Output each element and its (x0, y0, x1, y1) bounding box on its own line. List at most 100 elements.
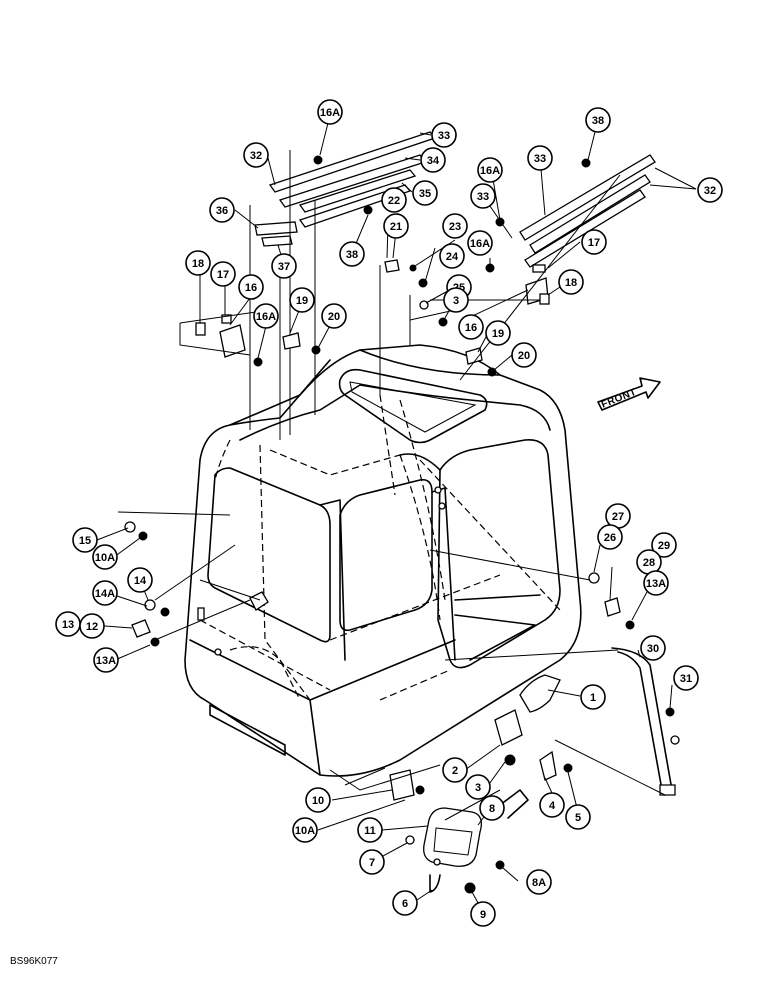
svg-text:16: 16 (465, 322, 477, 334)
callout-32-left: 32 (243, 142, 269, 168)
svg-text:12: 12 (86, 621, 98, 633)
callout-29: 29 (651, 532, 677, 558)
svg-text:38: 38 (346, 249, 358, 261)
callout-21: 21 (383, 213, 409, 239)
left-side-parts (117, 511, 261, 647)
callout-32-right: 32 (697, 177, 723, 203)
callout-37: 37 (271, 253, 297, 279)
svg-text:16A: 16A (470, 238, 490, 250)
svg-text:6: 6 (402, 898, 408, 910)
part-callouts: 16A 33 32 34 35 36 37 38 22 21 23 24 25 … (55, 99, 723, 927)
callout-36: 36 (209, 197, 235, 223)
svg-text:19: 19 (492, 328, 504, 340)
callout-10a-left: 10A (92, 544, 118, 570)
svg-text:8A: 8A (532, 877, 546, 889)
svg-text:9: 9 (480, 909, 486, 921)
svg-text:20: 20 (518, 350, 530, 362)
callout-3-lower: 3 (465, 774, 491, 800)
callout-20-right: 20 (511, 342, 537, 368)
svg-text:1: 1 (590, 692, 596, 704)
callout-33-mid: 33 (527, 145, 553, 171)
callout-15: 15 (72, 527, 98, 553)
front-label: FRONT (600, 387, 638, 411)
svg-text:22: 22 (388, 195, 400, 207)
svg-text:13: 13 (62, 619, 74, 631)
callout-28: 28 (636, 549, 662, 575)
svg-text:16: 16 (245, 282, 257, 294)
callout-18-right: 18 (558, 269, 584, 295)
svg-text:35: 35 (419, 188, 431, 200)
callout-12: 12 (79, 613, 105, 639)
svg-text:14: 14 (134, 575, 147, 587)
svg-text:13A: 13A (96, 655, 116, 667)
callout-26: 26 (597, 524, 623, 550)
svg-text:7: 7 (369, 857, 375, 869)
svg-text:16A: 16A (480, 165, 500, 177)
callout-23: 23 (442, 213, 468, 239)
svg-text:3: 3 (453, 295, 459, 307)
svg-text:18: 18 (565, 277, 577, 289)
svg-text:30: 30 (647, 643, 659, 655)
callout-9: 9 (470, 901, 496, 927)
callout-35: 35 (412, 180, 438, 206)
callout-3-upper: 3 (443, 287, 469, 313)
svg-text:10A: 10A (295, 825, 315, 837)
svg-text:34: 34 (427, 155, 440, 167)
rail-assembly-right (379, 154, 656, 395)
callout-16-right: 16 (458, 314, 484, 340)
callout-31: 31 (673, 665, 699, 691)
svg-text:33: 33 (534, 153, 546, 165)
callout-1: 1 (580, 684, 606, 710)
svg-text:23: 23 (449, 221, 461, 233)
figure-code: BS96K077 (10, 956, 58, 967)
svg-text:16A: 16A (320, 107, 340, 119)
callout-17-left: 17 (210, 261, 236, 287)
callout-13: 13 (55, 611, 81, 637)
callout-16a-left: 16A (253, 303, 279, 329)
callout-10: 10 (305, 787, 331, 813)
cab-body (184, 344, 582, 777)
svg-text:17: 17 (217, 269, 229, 281)
callout-8: 8 (479, 795, 505, 821)
rail-assembly-left (179, 131, 437, 440)
svg-text:36: 36 (216, 205, 228, 217)
svg-text:27: 27 (612, 511, 624, 523)
callout-33-left: 33 (431, 122, 457, 148)
front-direction-arrow: FRONT (597, 377, 661, 411)
callout-38-right: 38 (585, 107, 611, 133)
svg-text:37: 37 (278, 261, 290, 273)
callout-30: 30 (640, 635, 666, 661)
callout-24: 24 (439, 243, 465, 269)
svg-text:24: 24 (446, 251, 459, 263)
right-side-parts (429, 549, 680, 796)
callout-19-left: 19 (289, 287, 315, 313)
svg-text:18: 18 (192, 258, 204, 270)
callout-13a-right: 13A (643, 570, 669, 596)
svg-text:32: 32 (704, 185, 716, 197)
callout-4: 4 (539, 792, 565, 818)
callout-17-right: 17 (581, 229, 607, 255)
svg-text:10A: 10A (95, 552, 115, 564)
svg-text:4: 4 (549, 800, 556, 812)
lower-latch-parts (329, 674, 573, 894)
callout-10a-bottom: 10A (292, 817, 318, 843)
callout-14: 14 (127, 567, 153, 593)
callout-14a: 14A (92, 580, 118, 606)
svg-text:21: 21 (390, 221, 402, 233)
callout-18-left: 18 (185, 250, 211, 276)
svg-text:17: 17 (588, 237, 600, 249)
callout-27: 27 (605, 503, 631, 529)
callout-19-right: 19 (485, 320, 511, 346)
svg-text:28: 28 (643, 557, 655, 569)
callout-13a-left: 13A (93, 647, 119, 673)
svg-text:14A: 14A (95, 588, 115, 600)
svg-text:15: 15 (79, 535, 91, 547)
svg-text:31: 31 (680, 673, 692, 685)
callout-16a-top: 16A (317, 99, 343, 125)
svg-text:8: 8 (489, 803, 495, 815)
callout-16-left: 16 (238, 274, 264, 300)
callout-5: 5 (565, 804, 591, 830)
svg-text:33: 33 (477, 191, 489, 203)
callout-6: 6 (392, 890, 418, 916)
svg-text:26: 26 (604, 532, 616, 544)
